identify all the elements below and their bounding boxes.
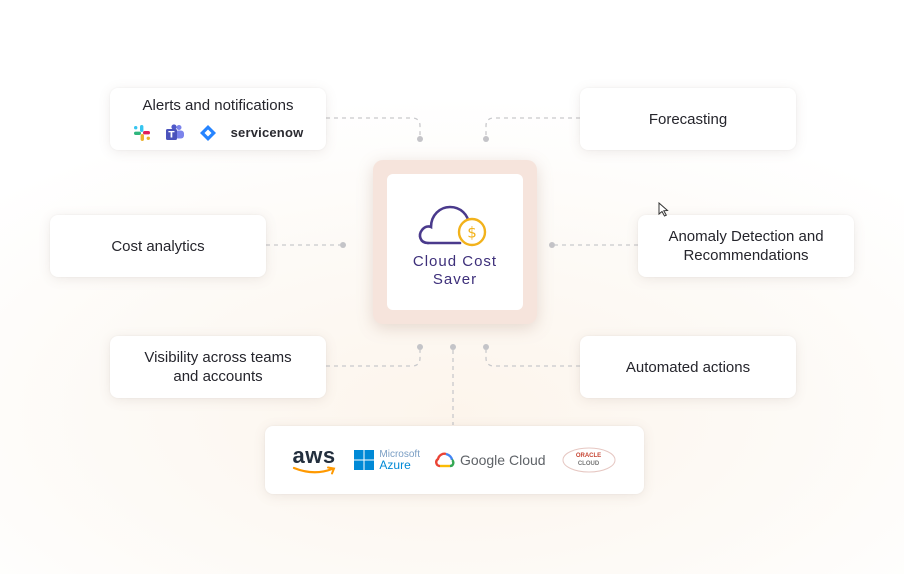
google-cloud-label: Google Cloud [459,451,546,468]
oracle-line2: CLOUD [577,461,600,467]
oracle-cloud-logo: ORACLE CLOUD [561,445,617,475]
servicenow-logo: servicenow [230,125,304,140]
slack-icon [133,124,150,141]
center-title: Cloud Cost Saver [412,253,498,288]
automated-actions-label: Automated actions [625,358,751,376]
aws-logo: aws [292,442,338,475]
aws-label: aws [292,442,336,468]
windows-icon [354,450,375,470]
connector-dot [340,242,346,248]
anomaly-detection-card: Anomaly Detection and Recommendations [638,215,854,277]
alerts-card: Alerts and notifications T servicenow [110,88,326,150]
connector-dot [417,344,423,350]
cloud-dollar-icon: $ [418,205,487,247]
google-cloud-logo: Google Cloud [435,451,546,470]
integration-icons: T servicenow [133,123,304,142]
cost-analytics-label: Cost analytics [111,237,205,255]
center-hub: $ Cloud Cost Saver [373,160,537,324]
automated-actions-card: Automated actions [580,336,796,398]
forecasting-card: Forecasting [580,88,796,150]
connector-dot [483,136,489,142]
jira-icon [199,124,216,141]
google-cloud-icon [435,452,455,468]
connector-dot [483,344,489,350]
oracle-ring-icon [562,447,616,473]
svg-text:T: T [168,130,175,140]
mouse-cursor-icon [658,202,669,217]
oracle-line1: ORACLE [575,453,602,459]
svg-text:$: $ [467,224,477,242]
anomaly-detection-label: Anomaly Detection and Recommendations [668,228,824,264]
azure-line1: Microsoft [379,448,420,460]
connector-dot [450,344,456,350]
azure-logo: Microsoft Azure [353,449,420,472]
visibility-card: Visibility across teams and accounts [110,336,326,398]
cloud-providers-card: aws Microsoft Azure Google Cloud [265,426,644,494]
azure-line2: Azure [379,457,411,472]
cost-analytics-card: Cost analytics [50,215,266,277]
teams-icon: T [165,123,184,140]
alerts-label: Alerts and notifications [142,97,294,114]
center-card: $ Cloud Cost Saver [387,174,523,310]
connector-dot [549,242,555,248]
connector-dot [417,136,423,142]
visibility-label: Visibility across teams and accounts [144,349,292,385]
forecasting-label: Forecasting [648,110,728,128]
aws-smile-icon [293,466,336,474]
